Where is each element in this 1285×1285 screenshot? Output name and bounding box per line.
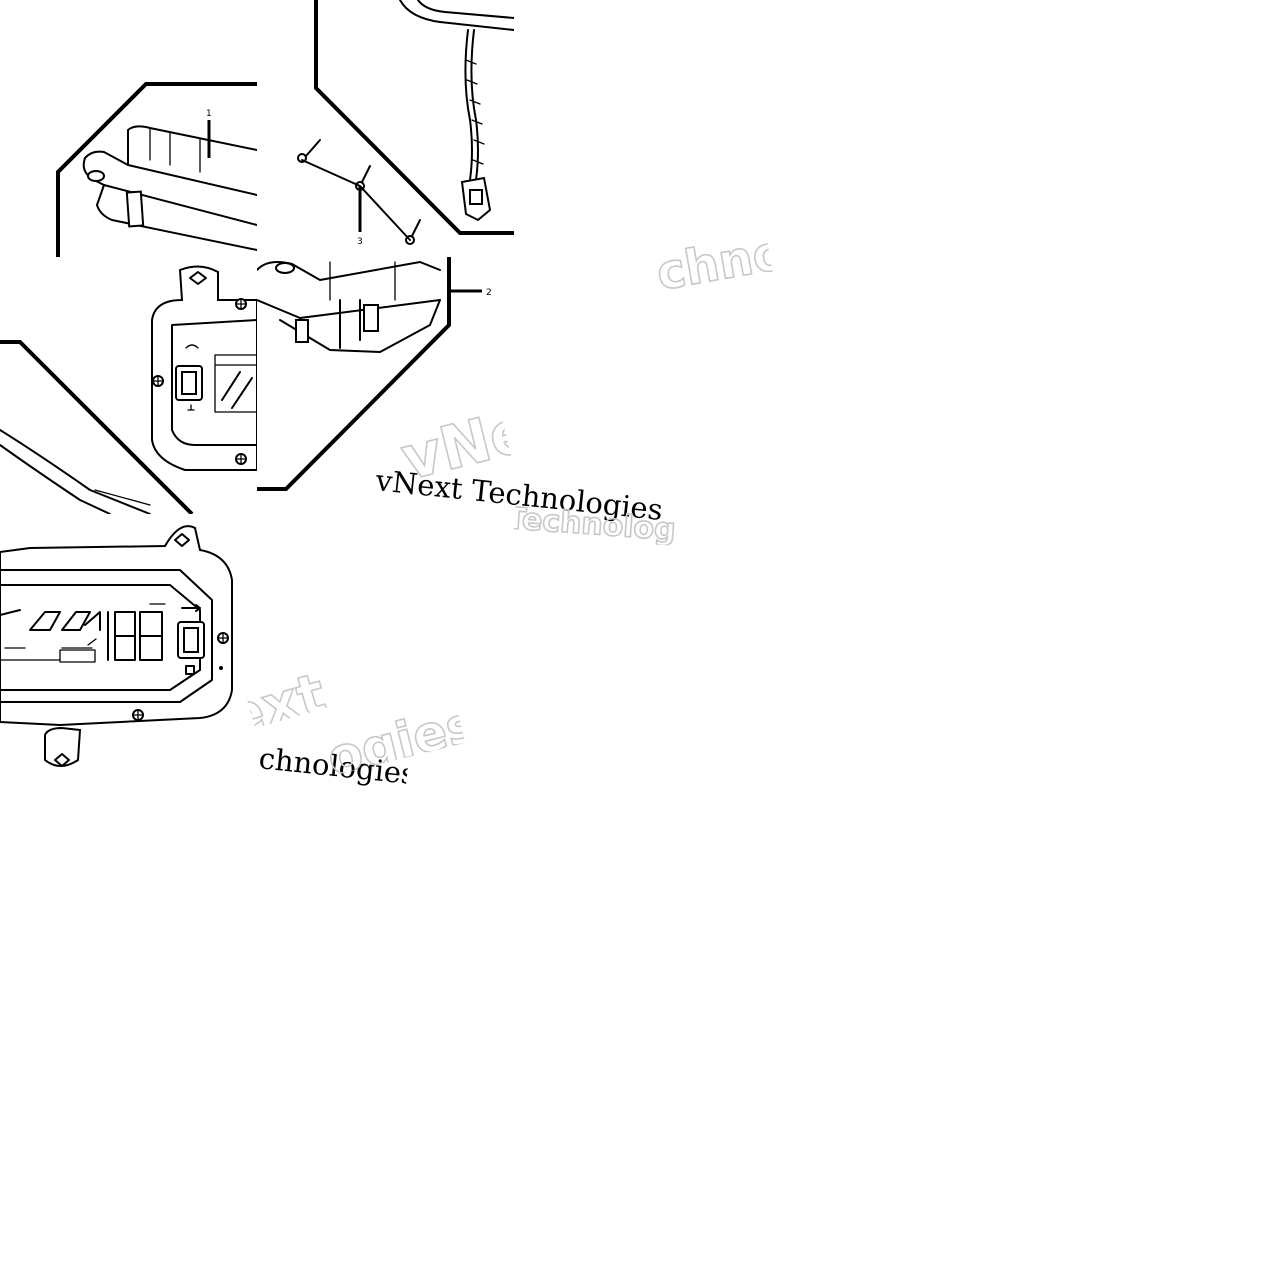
- watermark-text: ext: [218, 661, 333, 751]
- tile-part-2-side-view: 2: [257, 257, 492, 491]
- screw-icon: [297, 139, 321, 163]
- screw-icon: [217, 632, 229, 644]
- screw-icon: [405, 219, 421, 245]
- callout-label-2: 2: [486, 288, 492, 298]
- watermark-text: chno: [652, 224, 790, 302]
- tile-part-1-side-view: 1: [56, 82, 257, 257]
- digit-display: [107, 611, 163, 661]
- tile-meter-face-partial: [0, 265, 257, 514]
- tile-wire-and-screws: 3: [297, 0, 514, 247]
- callout-label-1: 1: [206, 109, 212, 119]
- callout-label-3: 3: [357, 237, 363, 247]
- screw-icon: [235, 298, 247, 310]
- watermark-text: Technologies: [504, 501, 725, 551]
- screw-icon: [355, 165, 371, 191]
- screw-icon: [235, 453, 247, 465]
- tile-meter-face-front: [0, 525, 233, 767]
- watermark: vNext Technologies chnologies vNext Tech…: [218, 224, 790, 791]
- screw-icon: [132, 709, 144, 721]
- screw-icon: [152, 375, 164, 387]
